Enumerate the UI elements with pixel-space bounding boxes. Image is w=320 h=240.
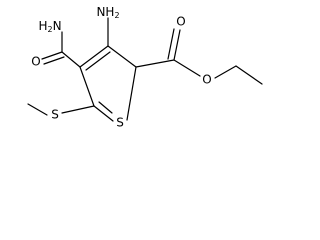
methylthio-sulfur-label: S xyxy=(51,108,59,122)
ester-carbonyl-oxygen-label: O xyxy=(176,15,185,29)
amino-nh2-label: NH2 xyxy=(96,5,119,20)
bond-lines xyxy=(27,17,263,122)
bond-c5-s xyxy=(93,105,114,122)
chemical-structure-diagram: NH2 H2N O O O S S xyxy=(27,5,263,130)
bond-c5-s-double xyxy=(98,101,113,114)
bond-amide-c-o xyxy=(41,51,63,60)
bond-ester-c-o xyxy=(173,29,181,61)
bond-amide-c-o-double xyxy=(43,56,65,65)
bond-c3-c4 xyxy=(79,45,109,68)
bond-c2-ester-c xyxy=(135,59,175,68)
bond-oether-ch2 xyxy=(214,65,237,79)
amide-oxygen-label: O xyxy=(31,55,40,69)
bond-ester-c-o-double xyxy=(167,28,175,60)
atom-labels: NH2 H2N O O O S S xyxy=(31,5,211,130)
bond-c3-c4-double xyxy=(85,51,111,71)
bond-ch2-ch3 xyxy=(235,65,263,85)
bond-c5-methylthio-s xyxy=(61,105,95,114)
bond-c4-c5 xyxy=(79,66,95,107)
bond-s-c2 xyxy=(126,66,137,121)
bond-s-methyl xyxy=(27,103,48,116)
amide-nh2-label: H2N xyxy=(38,19,61,34)
bond-c4-amide-c xyxy=(61,51,81,68)
bond-c3-c2 xyxy=(107,45,137,68)
bond-ester-c-oether xyxy=(173,59,201,77)
ring-sulfur-label: S xyxy=(116,116,124,130)
ester-ether-oxygen-label: O xyxy=(202,73,211,87)
